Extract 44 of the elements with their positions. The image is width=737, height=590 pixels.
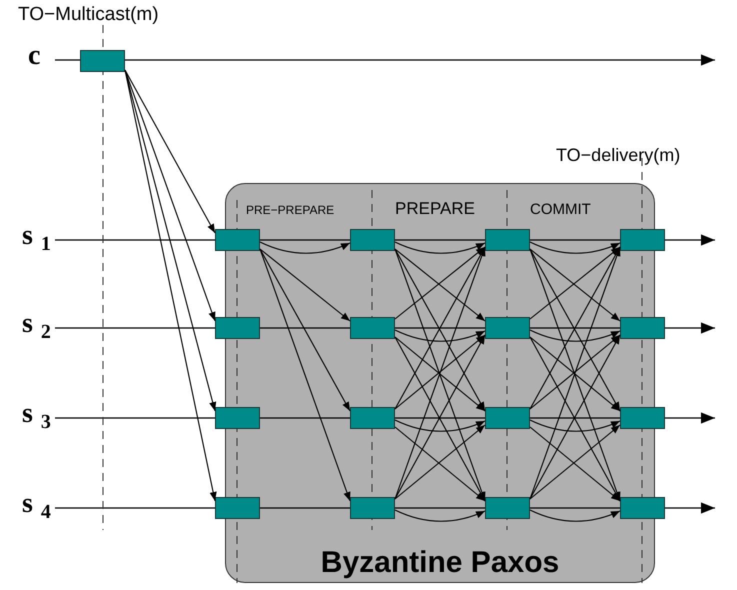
message-box [215,497,260,519]
message-box [485,497,530,519]
process-label: s$_{4}$ [22,488,51,524]
message-box [215,229,260,251]
event-label: TO−Multicast(m) [18,4,159,26]
message-arrow [124,70,216,322]
message-box [620,407,665,429]
message-arrow [260,248,350,412]
message-arrow [530,330,620,342]
message-box [620,317,665,339]
message-box [620,229,665,251]
message-box [80,50,125,72]
message-box [485,229,530,251]
message-arrow [394,330,486,342]
message-arrow [259,248,351,502]
message-box [350,407,395,429]
message-arrow [260,248,350,322]
message-arrow [260,242,350,254]
process-label: c [28,40,40,72]
panel-title: Byzantine Paxos [320,546,560,580]
message-box [620,497,665,519]
process-label: s$_{3}$ [22,398,51,434]
message-arrow [124,70,216,412]
message-arrow [530,242,620,254]
process-label: s$_{1}$ [22,220,51,256]
phase-label: COMMIT [530,201,591,218]
phase-label: PRE−PREPARE [246,203,334,217]
message-box [215,407,260,429]
event-label: TO−delivery(m) [556,145,680,166]
message-arrow [530,510,620,522]
phase-label: PREPARE [395,199,475,219]
message-box [350,229,395,251]
message-arrow [530,420,620,432]
message-arrow [124,70,217,502]
message-box [485,317,530,339]
message-box [350,497,395,519]
process-label: s$_{2}$ [22,308,51,344]
message-arrow [394,420,486,432]
message-box [350,317,395,339]
message-arrow [394,242,486,254]
message-box [215,317,260,339]
message-box [485,407,530,429]
message-arrow [394,510,486,522]
message-arrow [124,70,216,234]
